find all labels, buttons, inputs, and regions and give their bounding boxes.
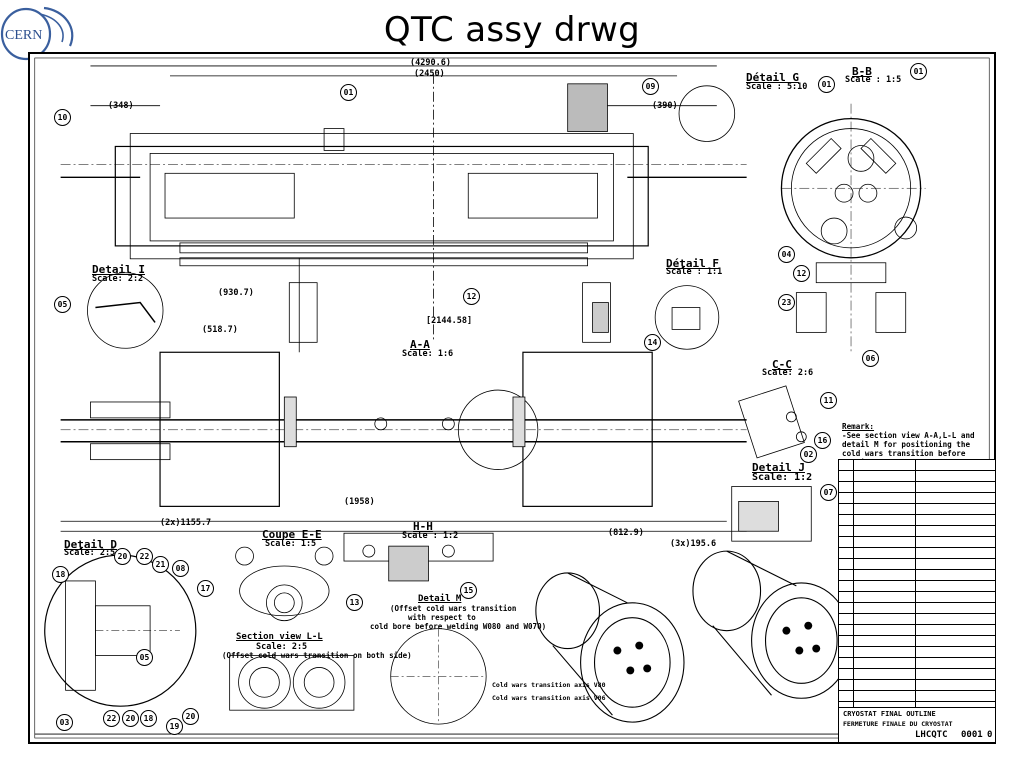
dim-518: (518.7)	[202, 325, 238, 335]
view-scale-aa: Scale: 1:6	[402, 349, 454, 359]
balloon-12-bb: 12	[793, 265, 810, 282]
view-note-detail-m-1: (Offset cold wars transition	[390, 604, 517, 613]
title-block: CRYOSTAT FINAL OUTLINE FERMETURE FINALE …	[838, 459, 996, 743]
balloon-05-detail-i: 05	[54, 296, 71, 313]
view-title-aa: A-A	[410, 338, 430, 351]
balloon-20-top: 20	[114, 548, 131, 565]
view-title-detail-i: Detail I	[92, 263, 145, 276]
balloon-22-bottom: 22	[103, 710, 120, 727]
balloon-09: 09	[642, 78, 659, 95]
view-title-detail-m: Detail M	[418, 594, 462, 604]
balloon-15: 15	[460, 582, 477, 599]
cern-logo: CERN	[0, 6, 74, 61]
balloon-08: 08	[172, 560, 189, 577]
dim-930: (930.7)	[218, 288, 254, 298]
dim-2144: [2144.58]	[426, 316, 473, 326]
view-title-detail-d: Detail D	[64, 538, 117, 551]
view-title-detail-j: Detail J	[752, 461, 805, 474]
view-title-bb: B-B	[852, 65, 872, 78]
balloon-05-detail-d: 05	[136, 649, 153, 666]
view-note-detail-m-3: cold bore before welding W080 and W070)	[370, 622, 547, 631]
view-title-detail-f: Détail F	[666, 257, 719, 270]
view-scale-detail-i: Scale: 2:2	[92, 274, 144, 284]
balloon-12-main: 12	[463, 288, 480, 305]
title-block-footer: CRYOSTAT FINAL OUTLINE FERMETURE FINALE …	[839, 707, 995, 742]
remark-heading: Remark:	[842, 422, 875, 431]
view-note-detail-m-2: with respect to	[408, 613, 476, 622]
title-block-number: LHCQTC	[915, 730, 948, 740]
note-cold-wars-1: Cold wars transition axis V80	[492, 681, 606, 689]
balloon-19: 19	[166, 718, 183, 735]
view-scale-cc: Scale: 2:6	[762, 368, 814, 378]
dim-overall: (4290.6)	[410, 58, 451, 68]
dim-390: (390)	[652, 101, 678, 111]
view-scale-detail-f: Scale : 1:1	[666, 267, 723, 277]
balloon-18-top: 18	[52, 566, 69, 583]
dim-812: (812.9)	[608, 528, 644, 538]
dim-3x: (3x)195.6	[670, 539, 717, 549]
balloon-03: 03	[56, 714, 73, 731]
title-block-title-2: FERMETURE FINALE DU CRYOSTAT	[843, 720, 953, 728]
balloon-06: 06	[862, 350, 879, 367]
balloon-20-bottom: 20	[122, 710, 139, 727]
balloon-22-top: 22	[136, 548, 153, 565]
balloon-07: 07	[820, 484, 837, 501]
view-title-hh: H-H	[413, 520, 433, 533]
balloon-14: 14	[644, 334, 661, 351]
balloon-01-bb-left: 01	[818, 76, 835, 93]
balloon-01-top: 01	[340, 84, 357, 101]
cern-logo-text: CERN	[5, 28, 42, 43]
title-block-title-1: CRYOSTAT FINAL OUTLINE	[843, 710, 936, 718]
balloon-17: 17	[197, 580, 214, 597]
balloon-21: 21	[152, 556, 169, 573]
balloon-10: 10	[54, 109, 71, 126]
title-block-sheet: 0001	[961, 730, 983, 740]
dim-overall-2: (2450)	[414, 69, 445, 79]
balloon-20-right: 20	[182, 708, 199, 725]
view-scale-hh: Scale : 1:2	[402, 531, 459, 541]
view-title-section-ll: Section view L-L	[236, 632, 323, 642]
drawing-graphics	[34, 57, 990, 739]
view-scale-detail-g: Scale : 5:10	[746, 82, 808, 92]
view-scale-coupe-ee: Scale: 1:5	[265, 539, 317, 549]
dim-1958: (1958)	[344, 497, 375, 507]
view-title-coupe-ee: Coupe E-E	[262, 528, 322, 541]
view-scale-section-ll: Scale: 2:5	[256, 642, 308, 652]
view-scale-bb: Scale : 1:5	[845, 75, 902, 85]
view-scale-detail-j: Scale: 1:2	[752, 472, 813, 483]
dim-1155: (2x)1155.7	[160, 518, 212, 528]
title-block-rev: 0	[987, 730, 993, 740]
balloon-04: 04	[778, 246, 795, 263]
view-title-detail-g: Détail G	[746, 71, 799, 84]
view-scale-detail-d: Scale: 2:5	[64, 548, 116, 558]
balloon-13: 13	[346, 594, 363, 611]
balloon-16-cc: 16	[814, 432, 831, 449]
dim-348: (348)	[108, 101, 134, 111]
view-title-cc: C-C	[772, 358, 792, 371]
balloon-01-bb-right: 01	[910, 63, 927, 80]
balloon-23: 23	[778, 294, 795, 311]
balloon-11: 11	[820, 392, 837, 409]
view-note-section-ll: (Offset cold wars transition on both sid…	[222, 651, 412, 660]
balloon-02: 02	[800, 446, 817, 463]
engineering-drawing: Détail G Scale : 5:10 B-B Scale : 1:5 De…	[28, 52, 996, 744]
balloon-18-bottom: 18	[140, 710, 157, 727]
note-cold-wars-2: Cold wars transition axis V06	[492, 694, 606, 702]
slide-title: QTC assy drwg	[383, 10, 641, 50]
